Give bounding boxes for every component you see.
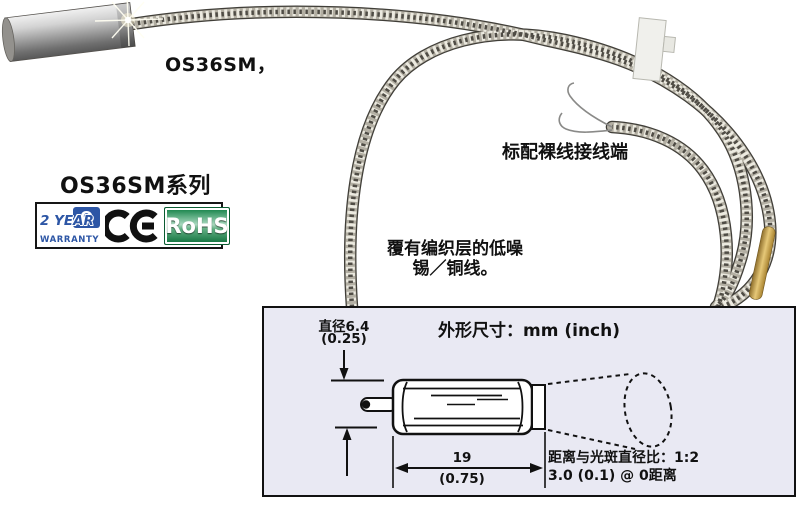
diagram-title: 外形尺寸：mm (inch) — [438, 321, 620, 341]
lens-tip — [531, 384, 546, 430]
diameter-dim-mm: 直径6.4 — [318, 319, 370, 335]
warranty-years: 2 YEAR — [40, 212, 94, 229]
certification-badges: Ω 2 YEAR WARRANTY RoHS — [35, 202, 230, 249]
sensor-probe — [1, 0, 164, 63]
rohs-badge: RoHS — [164, 206, 230, 245]
brass-ferrule — [749, 226, 776, 300]
cable-tag — [632, 17, 676, 82]
bare-wires — [558, 82, 613, 133]
ce-mark-icon — [105, 209, 158, 242]
cable-note-line2: 锡／铜线。 — [412, 259, 498, 279]
model-label: OS36SM， — [165, 54, 277, 76]
omega-logo-icon: Ω — [73, 206, 100, 228]
spot-ratio-note: 距离与光斑直径比：1:2 3.0 (0.1) @ 0距离 — [548, 449, 699, 485]
cable-note-line1: 覆有编织层的低噪 — [387, 239, 523, 259]
spot-ratio-line2: 3.0 (0.1) @ 0距离 — [548, 468, 677, 484]
spot-ellipse — [623, 372, 673, 448]
length-dim-mm: 19 — [452, 450, 472, 466]
sparkle-glint-icon — [94, 0, 164, 47]
warranty-word: WARRANTY — [40, 234, 100, 245]
cable-note: 覆有编织层的低噪 锡／铜线。 — [374, 239, 536, 279]
diameter-dim-inch: (0.25) — [321, 331, 367, 347]
length-dim-inch: (0.75) — [439, 471, 485, 487]
spot-ratio-line1: 距离与光斑直径比：1:2 — [548, 450, 700, 466]
series-title: OS36SM系列 — [60, 174, 211, 199]
bare-wire-note: 标配裸线接线端 — [502, 142, 628, 163]
dimension-drawing — [331, 350, 673, 488]
warranty-badge: Ω 2 YEAR WARRANTY — [40, 206, 102, 246]
dimension-diagram: 外形尺寸：mm (inch) 直径6.4 (0.25) 19 (0.75) 距离… — [262, 306, 796, 497]
